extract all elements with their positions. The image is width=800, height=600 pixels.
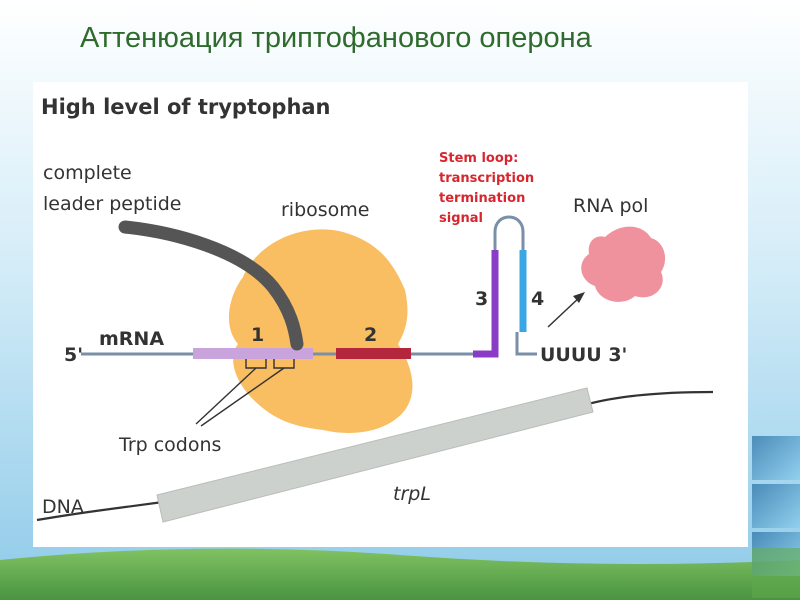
region-4-label: 4 bbox=[531, 288, 544, 310]
leader-peptide-label-line1: complete bbox=[43, 162, 132, 184]
mrna-3prime-tail bbox=[515, 332, 537, 356]
region-1-label: 1 bbox=[251, 324, 264, 346]
leader-peptide bbox=[118, 220, 304, 351]
region-2-segment bbox=[336, 348, 411, 359]
trp-codons-label: Trp codons bbox=[118, 434, 221, 456]
uuuu-3prime-label: UUUU 3' bbox=[540, 344, 627, 366]
stem-loop-label-line4: signal bbox=[439, 211, 483, 226]
ribosome-label: ribosome bbox=[281, 199, 370, 221]
rna-pol-arrowhead bbox=[573, 292, 585, 303]
stem-loop bbox=[493, 215, 525, 250]
dna-strand-right bbox=[587, 390, 714, 406]
rna-pol-label: RNA pol bbox=[573, 195, 648, 217]
trp-codon-pointer-1 bbox=[195, 367, 257, 425]
stem-loop-label-line3: termination bbox=[439, 191, 525, 206]
region-1-segment bbox=[193, 348, 313, 359]
dna-strand bbox=[36, 500, 164, 522]
trp-codon-pointer-2 bbox=[200, 367, 285, 427]
figure-heading: High level of tryptophan bbox=[41, 95, 331, 119]
decorative-cubes bbox=[752, 436, 800, 598]
mrna-label: mRNA bbox=[99, 328, 164, 350]
region-3-label: 3 bbox=[475, 288, 488, 310]
stem-loop-label-line1: Stem loop: bbox=[439, 151, 518, 166]
region-2-label: 2 bbox=[364, 324, 377, 346]
trpl-label: trpL bbox=[393, 483, 431, 505]
region-3-segment bbox=[473, 250, 499, 358]
dna-label: DNA bbox=[42, 496, 84, 518]
trpl-gene-bar bbox=[156, 387, 594, 523]
stem-loop-label-line2: transcription bbox=[439, 171, 534, 186]
leader-peptide-label-line2: leader peptide bbox=[43, 193, 182, 215]
attenuation-diagram: High level of tryptophan DNA trpL riboso… bbox=[33, 82, 748, 547]
slide-title: Аттенюация триптофанового оперона bbox=[80, 22, 592, 54]
rna-polymerase bbox=[581, 226, 666, 302]
rna-pol-arrow bbox=[547, 295, 582, 328]
five-prime-label: 5' bbox=[64, 344, 83, 366]
